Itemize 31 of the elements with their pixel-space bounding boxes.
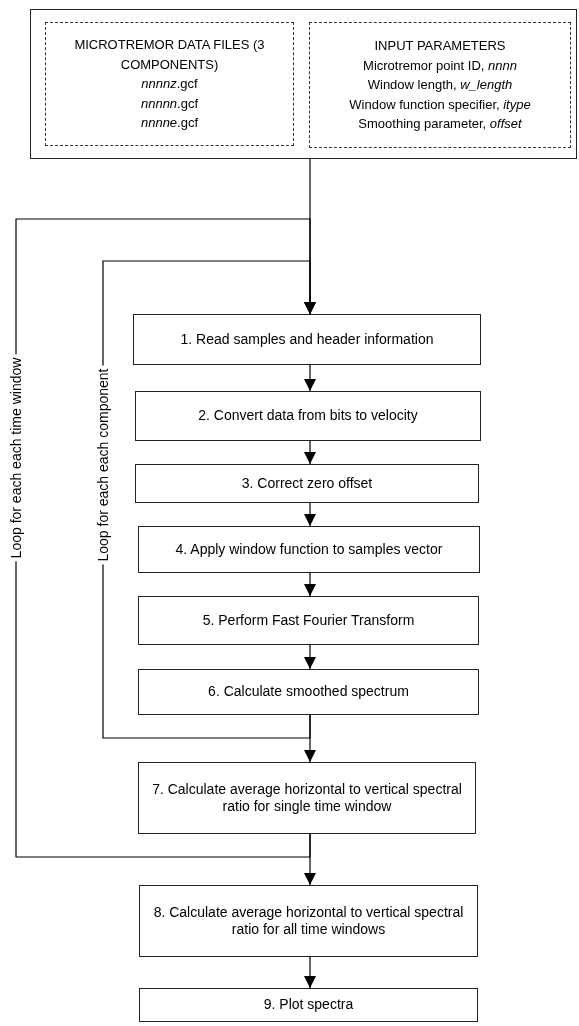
process-box: 1. Read samples and header information bbox=[133, 314, 481, 365]
panel-item: Window length, w_length bbox=[367, 76, 513, 95]
panel-item: nnnnn.gcf bbox=[140, 94, 199, 113]
process-box: 9. Plot spectra bbox=[139, 988, 478, 1022]
panel-item: Microtremor point ID, nnnn bbox=[363, 56, 517, 75]
panel-item: Window function specifier, itype bbox=[349, 95, 531, 114]
panel-item: nnnne.gcf bbox=[140, 114, 199, 133]
input-panel bbox=[309, 22, 571, 148]
panel-item: Smoothing parameter, offset bbox=[358, 115, 522, 134]
process-box: 8. Calculate average horizontal to vertical spectral ratio for all time windows bbox=[139, 885, 478, 957]
edge-label: Loop for each each component bbox=[95, 365, 111, 565]
process-box: 3. Correct zero offset bbox=[135, 464, 479, 503]
arrow bbox=[304, 644, 316, 670]
input-panel bbox=[45, 22, 294, 146]
arrow bbox=[304, 714, 316, 763]
arrow bbox=[304, 502, 316, 527]
arrow bbox=[304, 833, 316, 886]
process-box: 5. Perform Fast Fourier Transform bbox=[138, 596, 479, 645]
process-box: 2. Convert data from bits to velocity bbox=[135, 391, 481, 441]
edge-label: Loop for each each time window bbox=[8, 354, 24, 562]
arrow bbox=[304, 364, 316, 392]
process-box: 6. Calculate smoothed spectrum bbox=[138, 669, 479, 715]
process-box: 4. Apply window function to samples vector bbox=[138, 526, 480, 573]
arrow bbox=[304, 572, 316, 597]
panel-heading: MICROTREMOR DATA FILES (3 COMPONENTS) bbox=[73, 36, 266, 74]
panel-item: nnnnz.gcf bbox=[141, 75, 198, 94]
process-box: 7. Calculate average horizontal to vertical spectral ratio for single time window bbox=[138, 762, 476, 834]
panel-heading: INPUT PARAMETERS bbox=[374, 37, 506, 56]
input-group-box bbox=[30, 9, 577, 159]
arrow bbox=[304, 440, 316, 465]
arrow bbox=[304, 956, 316, 989]
